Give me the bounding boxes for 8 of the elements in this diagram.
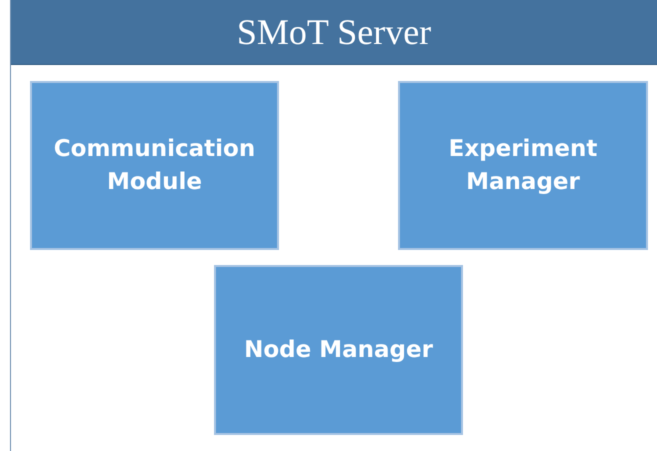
server-container (10, 0, 657, 451)
container-heading: SMoT Server (11, 0, 657, 65)
module-label: Experiment Manager (448, 135, 598, 196)
module-box (398, 81, 648, 250)
module-label: Communication Module (52, 135, 256, 196)
module-label: Node Manager (244, 336, 433, 365)
module-box (214, 265, 463, 435)
module-box (30, 81, 279, 250)
